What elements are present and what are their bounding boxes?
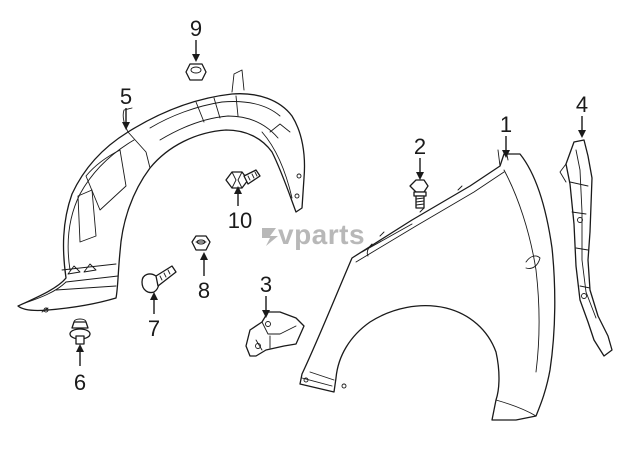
- part-2-bolt[interactable]: [409, 179, 429, 209]
- callout-10: 10: [228, 208, 252, 233]
- part-10-bolt[interactable]: [225, 169, 261, 189]
- watermark: vparts: [262, 219, 365, 250]
- part-3-bracket[interactable]: [245, 311, 305, 357]
- part-8-nut[interactable]: [191, 235, 211, 251]
- callout-9: 9: [190, 16, 202, 41]
- part-4-fender-seal[interactable]: [559, 139, 613, 357]
- callout-7: 7: [148, 316, 160, 341]
- callout-leaders: [76, 40, 586, 366]
- callout-5: 5: [120, 84, 132, 109]
- watermark-logo-icon: [262, 228, 278, 246]
- callout-1: 1: [500, 112, 512, 137]
- part-9-nut[interactable]: [185, 63, 207, 81]
- callout-6: 6: [74, 370, 86, 395]
- watermark-text: vparts: [278, 219, 365, 250]
- callout-4: 4: [576, 92, 588, 117]
- part-6-clip[interactable]: [69, 318, 91, 345]
- callout-3: 3: [260, 272, 272, 297]
- callout-2: 2: [414, 134, 426, 159]
- part-5-fender-liner[interactable]: [17, 69, 306, 313]
- part-7-screw[interactable]: [141, 265, 177, 294]
- part-1-front-fender[interactable]: [299, 149, 556, 421]
- callout-8: 8: [198, 278, 210, 303]
